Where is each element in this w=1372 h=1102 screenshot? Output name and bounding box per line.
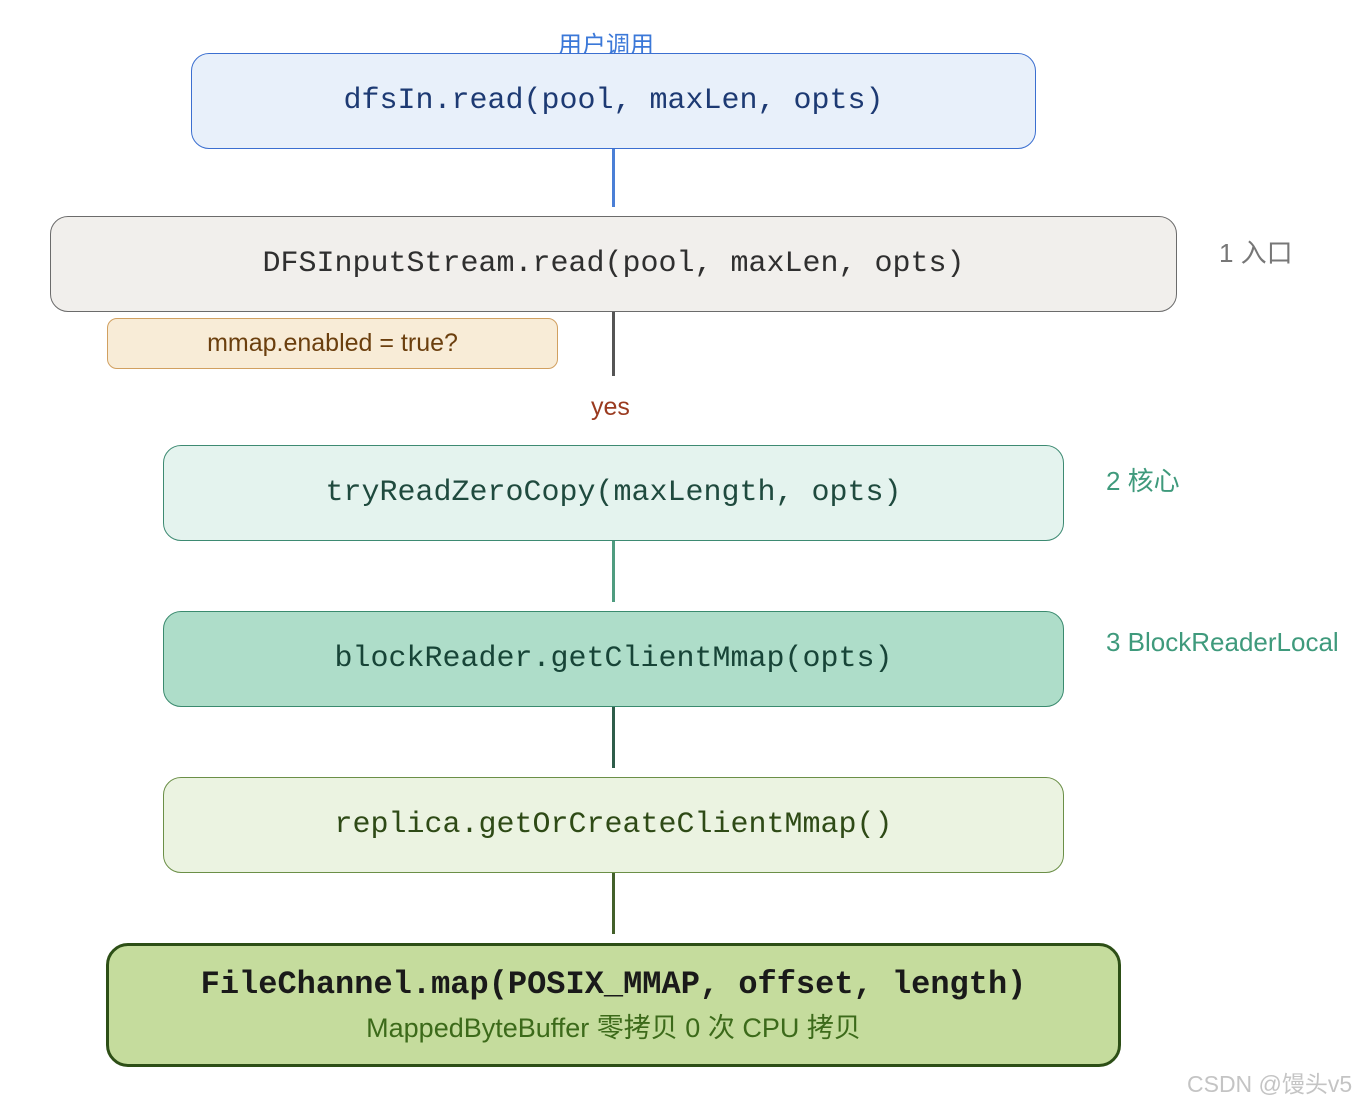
dfsinputstream-read-text: DFSInputStream.read(pool, maxLen, opts) [262,247,965,281]
try-read-zero-copy-node: tryReadZeroCopy(maxLength, opts) [163,445,1064,541]
replica-mmap-text: replica.getOrCreateClientMmap() [334,808,893,842]
replica-mmap-node: replica.getOrCreateClientMmap() [163,777,1064,873]
step-entry-label: 1 入口 [1219,238,1293,268]
connector-line [612,312,615,376]
step-blockreader-label: 3 BlockReaderLocal [1106,627,1339,657]
watermark: CSDN @馒头v5 [1187,1071,1353,1097]
connector-line [612,873,615,934]
connector-line [612,541,615,602]
dfsinputstream-read-node: DFSInputStream.read(pool, maxLen, opts) [50,216,1177,312]
connector-line [612,707,615,768]
dfsin-read-text: dfsIn.read(pool, maxLen, opts) [343,84,884,118]
filechannel-map-node: FileChannel.map(POSIX_MMAP, offset, leng… [106,943,1121,1067]
filechannel-map-text: FileChannel.map(POSIX_MMAP, offset, leng… [200,966,1027,1003]
step-core-label: 2 核心 [1106,466,1180,496]
block-reader-mmap-text: blockReader.getClientMmap(opts) [334,642,893,676]
block-reader-mmap-node: blockReader.getClientMmap(opts) [163,611,1064,707]
try-read-zero-copy-text: tryReadZeroCopy(maxLength, opts) [325,476,902,510]
mapped-byte-buffer-note: MappedByteBuffer 零拷贝 0 次 CPU 拷贝 [366,1013,861,1043]
connector-line [612,149,615,207]
yes-branch-label: yes [591,393,630,421]
dfsin-read-node: dfsIn.read(pool, maxLen, opts) [191,53,1036,149]
mmap-condition-note: mmap.enabled = true? [107,318,558,369]
